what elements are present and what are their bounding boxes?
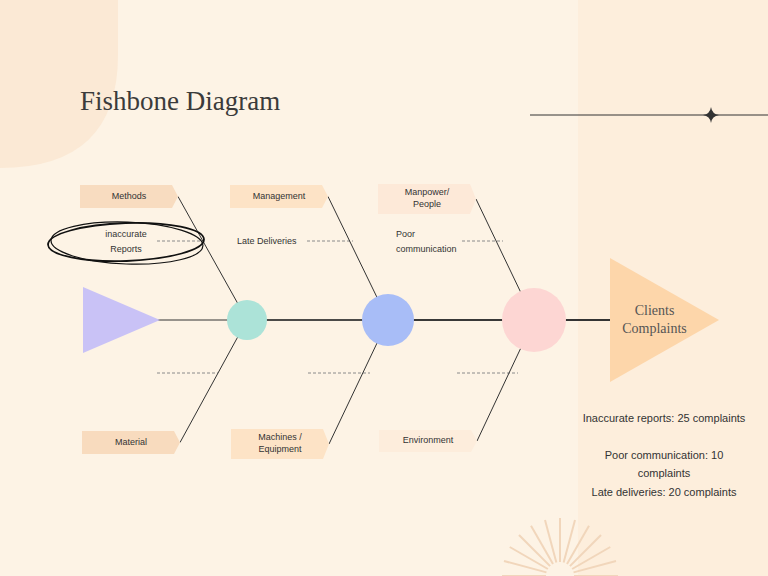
sunburst-ornament [502, 518, 618, 576]
sunburst-ray [502, 575, 546, 576]
cause-label: Poor communication [396, 227, 462, 257]
leader-lines [157, 241, 518, 373]
node-text: inaccurate Reports [100, 227, 152, 257]
tally-note-box: Inaccurate reports: 25 complaints [578, 409, 750, 427]
cause-label-box: Poor communication [396, 227, 462, 257]
leader-line [308, 373, 370, 374]
text-block: Environment [403, 435, 454, 447]
ellipse-outline [47, 220, 205, 264]
node-text: Manpower/ People [397, 187, 457, 210]
sunburst-ray [559, 518, 561, 562]
sunburst-ray [531, 526, 553, 564]
star-ornament [703, 107, 719, 123]
cause-label: Late Deliveries [237, 235, 317, 247]
node-text: Machines / Equipment [250, 432, 310, 455]
category-tab: Environment [379, 430, 477, 452]
tail-triangle [83, 287, 160, 353]
tab-fill [231, 429, 329, 459]
text-block: Manpower/ People [397, 187, 457, 210]
corner-shape [0, 0, 118, 168]
tally-note-box: Poor communication: 10 complaints [578, 446, 750, 482]
tally-note: Poor communication: 10 complaints [578, 446, 750, 482]
node-text: Methods [112, 191, 147, 203]
leader-line [307, 241, 353, 242]
node-text: Environment [403, 435, 454, 447]
node-text: Management [253, 191, 306, 203]
circled-cause: inaccurate Reports [47, 220, 205, 264]
rule-line [530, 115, 768, 116]
triangle-shape [610, 258, 719, 382]
joint-circle [227, 300, 267, 340]
sunburst-ray [504, 561, 547, 572]
category-tab: Material [82, 431, 180, 454]
leader-line [157, 241, 200, 242]
tab-fill [80, 185, 178, 208]
effect-text: Clients Complaints [614, 302, 696, 338]
text-block: Methods [112, 191, 147, 203]
diagram-title: Fishbone Diagram [80, 86, 280, 117]
effect-head: Clients Complaints [610, 258, 719, 382]
node-text: Material [115, 437, 147, 449]
text-block: Machines / Equipment [250, 432, 310, 455]
sketch-ellipse [50, 219, 203, 266]
tally-note-box: Late deliveries: 20 complaints [578, 483, 750, 501]
category-tab: Methods [80, 185, 178, 208]
joint-circle [362, 294, 414, 346]
sunburst-ray [564, 520, 575, 563]
tab-fill [82, 431, 180, 454]
sunburst-ray [572, 547, 610, 569]
text-block: Clients Complaints [614, 302, 696, 338]
text-block: Management [253, 191, 306, 203]
sunburst-ray [545, 520, 556, 563]
text-block: inaccurate Reports [100, 227, 152, 257]
tally-note: Inaccurate reports: 25 complaints [578, 409, 750, 427]
sunburst-ray [574, 575, 618, 576]
category-tab: Manpower/ People [378, 184, 476, 214]
tab-fill [379, 430, 477, 452]
tab-fill [230, 185, 328, 208]
triangle-fill [610, 258, 719, 382]
joint-circle [502, 288, 566, 352]
tally-note: Late deliveries: 20 complaints [578, 483, 750, 501]
side-panel [578, 0, 768, 576]
category-tab: Management [230, 185, 328, 208]
tab-fill [378, 184, 476, 214]
leader-line [157, 373, 218, 374]
sunburst-ray [574, 561, 617, 572]
cause-label-box: Late Deliveries [237, 235, 317, 247]
category-tab: Machines / Equipment [231, 429, 329, 459]
text-block: Material [115, 437, 147, 449]
